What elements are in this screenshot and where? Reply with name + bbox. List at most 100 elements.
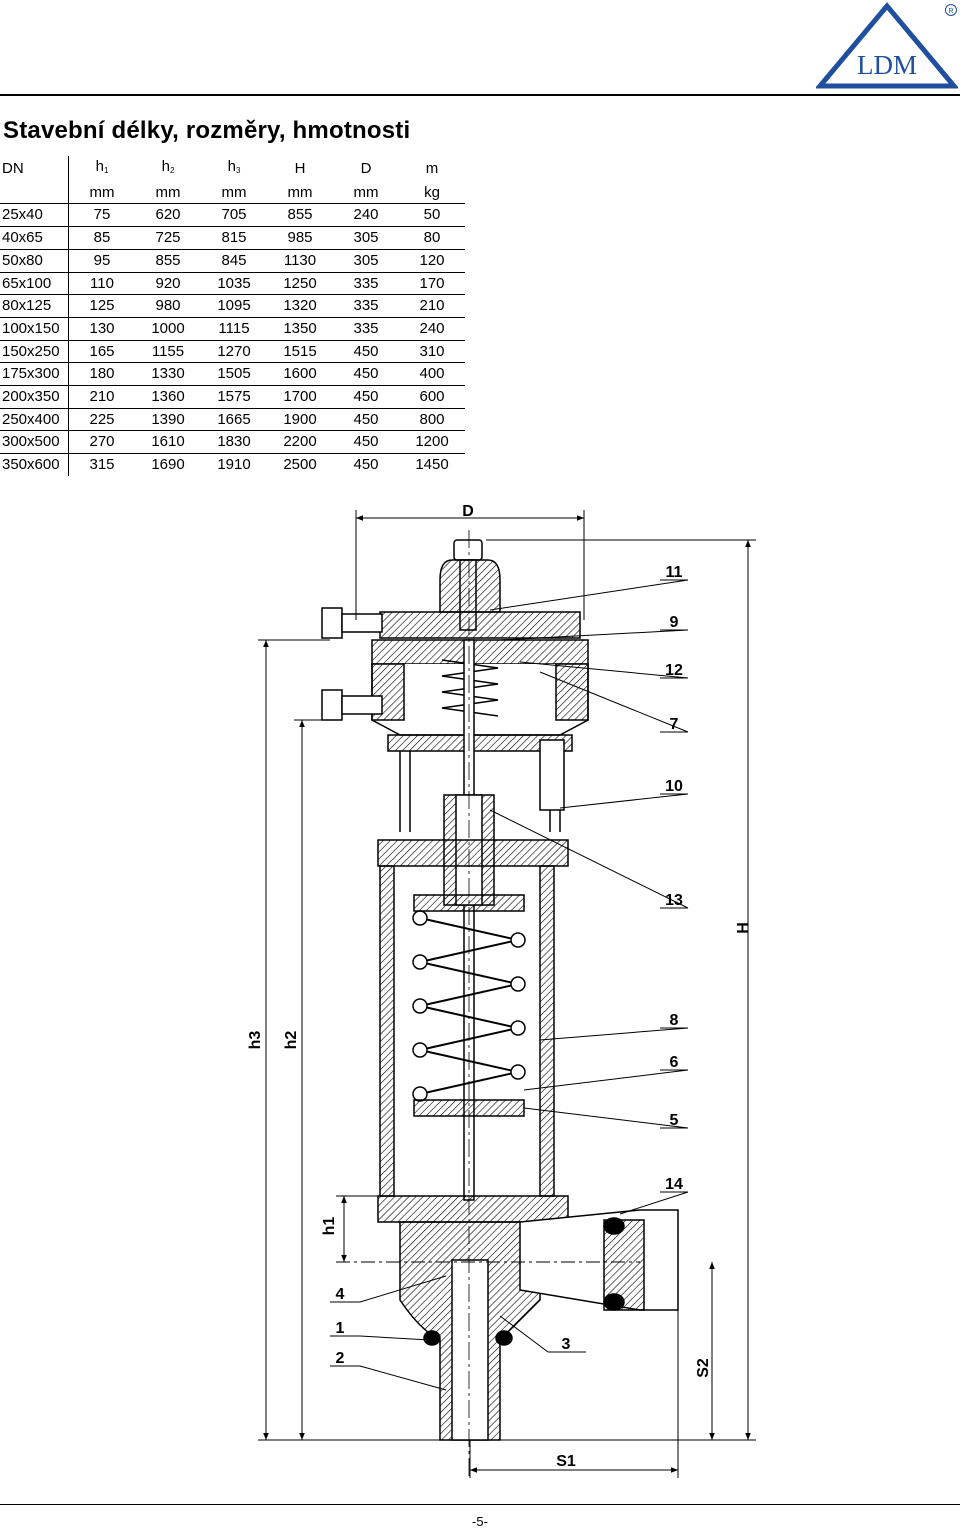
- dim-label-h1: h1: [321, 1217, 338, 1236]
- table-cell: 1320: [267, 294, 333, 318]
- table-cell-dn: 100x150: [0, 316, 69, 341]
- table-cell: 1450: [399, 453, 465, 476]
- table-cell-dn: 65x100: [0, 271, 69, 295]
- unit-h2: mm: [155, 183, 181, 201]
- table-cell-dn: 80x125: [0, 294, 69, 318]
- table-cell: 450: [333, 385, 399, 409]
- dim-label-H: H: [735, 922, 752, 934]
- valve-cross-section-drawing: D H h3 h2 h1 S2 S1 11 9 12 7 10 13 8 6 5…: [247, 503, 756, 1480]
- table-cell: 1610: [135, 430, 201, 454]
- unit-D: mm: [353, 183, 379, 201]
- table-cell: 1665: [201, 407, 267, 431]
- header-h1: h1: [95, 158, 109, 175]
- unit-dn: [0, 181, 69, 204]
- logo-triangle: [816, 2, 958, 89]
- table-cell: 1155: [135, 339, 201, 363]
- table-cell: 815: [201, 226, 267, 250]
- part-number-1: 1: [336, 1320, 345, 1337]
- dim-label-S2: S2: [695, 1358, 712, 1378]
- table-cell: 305: [333, 226, 399, 250]
- part-number-7: 7: [670, 716, 679, 733]
- table-cell: 75: [68, 203, 135, 227]
- part-number-13: 13: [665, 892, 683, 909]
- unit-h1: mm: [89, 183, 115, 201]
- table-header-row: DN h1 h2 h3 H D m: [0, 156, 465, 182]
- table-cell: 1690: [135, 453, 201, 476]
- header-dn: DN: [0, 156, 69, 182]
- unit-m: kg: [424, 183, 440, 201]
- table-cell: 335: [333, 271, 399, 295]
- table-cell-dn: 250x400: [0, 407, 69, 431]
- table-cell-dn: 25x40: [0, 203, 69, 227]
- header-h2: h2: [161, 158, 175, 175]
- table-cell: 2200: [267, 430, 333, 454]
- table-cell: 1600: [267, 362, 333, 386]
- part-numbers: 11 9 12 7 10 13 8 6 5 14 4 1 2 3: [336, 564, 683, 1367]
- registered-mark: R: [948, 8, 953, 15]
- table-cell: 985: [267, 226, 333, 250]
- unit-H: mm: [287, 183, 313, 201]
- part-number-6: 6: [670, 1054, 679, 1071]
- table-cell: 1095: [201, 294, 267, 318]
- dimensions-table: DN h1 h2 h3 H D m mm mm mm mm mm kg 25x4…: [0, 156, 465, 476]
- table-cell-dn: 175x300: [0, 362, 69, 386]
- table-cell: 170: [399, 271, 465, 295]
- table-cell: 1350: [267, 316, 333, 341]
- table-cell: 240: [399, 316, 465, 341]
- header-h3: h3: [227, 158, 241, 175]
- page-title: Stavební délky, rozměry, hmotnosti: [3, 117, 411, 144]
- table-cell: 165: [68, 339, 135, 363]
- part-number-3: 3: [562, 1336, 571, 1353]
- table-cell: 95: [68, 248, 135, 273]
- table-cell: 2500: [267, 453, 333, 476]
- table-cell: 600: [399, 385, 465, 409]
- table-cell: 450: [333, 430, 399, 454]
- table-cell: 1900: [267, 407, 333, 431]
- ldm-logo: LDM R: [816, 2, 958, 89]
- table-cell: 225: [68, 407, 135, 431]
- table-cell: 980: [135, 294, 201, 318]
- table-cell: 1000: [135, 316, 201, 341]
- table-cell: 335: [333, 316, 399, 341]
- table-cell: 450: [333, 407, 399, 431]
- page-number: -5-: [472, 1514, 488, 1529]
- table-cell: 855: [135, 248, 201, 273]
- table-cell: 1910: [201, 453, 267, 476]
- logo-text: LDM: [857, 50, 917, 80]
- part-number-10: 10: [665, 778, 683, 795]
- table-cell: 1035: [201, 271, 267, 295]
- table-cell: 1830: [201, 430, 267, 454]
- table-cell: 310: [399, 339, 465, 363]
- dim-label-S1: S1: [556, 1453, 576, 1470]
- unit-h3: mm: [221, 183, 247, 201]
- table-cell: 705: [201, 203, 267, 227]
- table-cell: 210: [68, 385, 135, 409]
- table-cell: 450: [333, 339, 399, 363]
- table-cell: 855: [267, 203, 333, 227]
- part-number-4: 4: [336, 1286, 345, 1303]
- table-cell: 270: [68, 430, 135, 454]
- table-cell: 85: [68, 226, 135, 250]
- table-cell: 125: [68, 294, 135, 318]
- table-cell: 1200: [399, 430, 465, 454]
- table-cell: 110: [68, 271, 135, 295]
- header-H: H: [294, 160, 306, 177]
- part-number-14: 14: [665, 1176, 683, 1193]
- table-cell-dn: 50x80: [0, 248, 69, 273]
- table-cell: 180: [68, 362, 135, 386]
- table-cell: 1250: [267, 271, 333, 295]
- table-cell: 1270: [201, 339, 267, 363]
- part-number-9: 9: [670, 614, 679, 631]
- table-cell: 1360: [135, 385, 201, 409]
- table-cell: 620: [135, 203, 201, 227]
- table-cell-dn: 300x500: [0, 430, 69, 454]
- valve-body: [321, 539, 679, 1441]
- part-number-8: 8: [670, 1012, 679, 1029]
